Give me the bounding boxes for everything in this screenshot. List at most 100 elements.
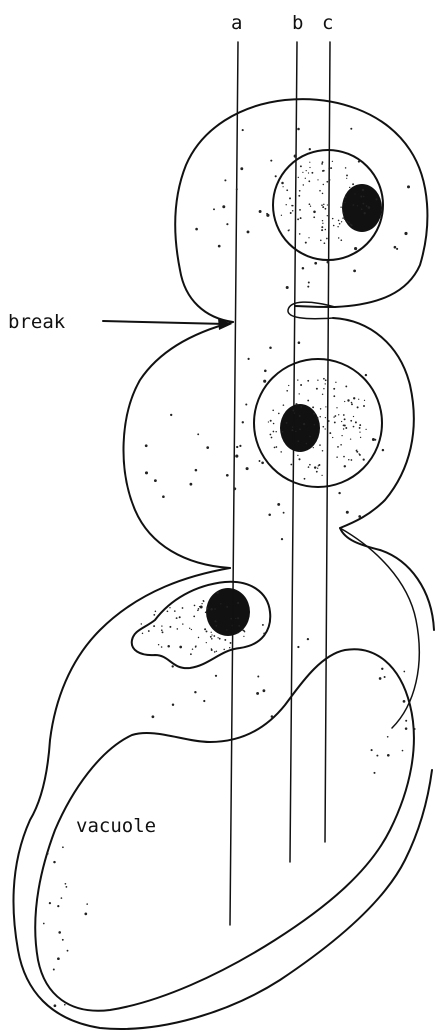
stipple-dot — [210, 608, 212, 610]
stipple-dot — [261, 461, 264, 464]
stipple-dot — [405, 727, 408, 730]
stipple-dot — [325, 383, 326, 384]
label-line-a: a — [231, 12, 242, 34]
section-line-c — [325, 42, 330, 842]
stipple-dot — [46, 853, 48, 855]
stipple-dot — [307, 286, 309, 288]
stipple-dot — [299, 415, 301, 417]
stipple-dot — [215, 621, 216, 622]
stipple-dot — [226, 223, 228, 225]
stipple-dot — [277, 503, 280, 506]
stipple-dot — [155, 611, 157, 613]
stipple-dot — [345, 427, 347, 429]
stipple-dot — [321, 204, 323, 206]
stipple-dot — [263, 380, 266, 383]
stipple-dot — [339, 223, 341, 225]
stipple-dot — [213, 208, 215, 210]
stipple-dot — [167, 610, 169, 612]
stipple-dot — [359, 431, 360, 432]
stipple-dot — [192, 648, 193, 649]
stipple-dot — [350, 128, 352, 130]
stipple-dot — [353, 204, 355, 206]
stipple-dot — [214, 608, 216, 610]
stipple-dot — [319, 416, 320, 417]
stipple-dot — [333, 416, 334, 417]
stipple-dot — [353, 397, 355, 399]
stipple-dot — [206, 642, 207, 643]
stipple-dot — [326, 238, 328, 240]
stipple-dot — [145, 444, 148, 447]
stipple-dot — [308, 281, 310, 283]
stipple-dot — [338, 414, 339, 415]
stipple-dot — [321, 475, 322, 476]
stipple-dot — [307, 400, 309, 402]
stipple-dot — [338, 237, 339, 238]
stipple-dot — [304, 478, 306, 480]
stipple-dot — [194, 691, 196, 693]
stipple-dot — [329, 432, 331, 434]
stipple-dot — [273, 423, 275, 425]
stipple-dot — [235, 455, 238, 458]
stipple-dot — [231, 625, 232, 626]
stipple-dot — [195, 645, 196, 646]
stipple-dot — [327, 215, 328, 216]
stipple-dot — [211, 638, 213, 640]
stipple-dot — [210, 636, 212, 638]
stipple-dot — [286, 286, 289, 289]
stipple-dot — [230, 618, 232, 620]
stipple-dot — [49, 902, 51, 904]
stipple-dot — [179, 616, 181, 618]
stipple-dot — [300, 406, 302, 408]
stipple-dot — [313, 216, 315, 218]
stipple-dot — [359, 427, 361, 429]
stipple-dot — [316, 471, 318, 473]
stipple-dot — [333, 395, 335, 397]
stipple-dot — [344, 418, 346, 420]
stipple-dot — [176, 617, 178, 619]
stipple-dot — [162, 631, 164, 633]
stipple-dot — [271, 715, 274, 718]
stipple-dot — [57, 905, 59, 907]
stipple-dot — [332, 218, 333, 219]
stipple-dot — [236, 446, 238, 448]
stipple-dot — [233, 487, 236, 490]
stipple-dot — [54, 1004, 57, 1007]
stipple-dot — [341, 421, 342, 422]
stipple-dot — [299, 233, 301, 235]
stipple-dot — [306, 443, 307, 444]
stipple-dot — [282, 431, 284, 433]
stipple-dot — [203, 700, 205, 702]
stipple-dot — [319, 444, 321, 446]
stipple-dot — [148, 630, 150, 632]
stipple-dot — [351, 459, 353, 461]
stipple-dot — [182, 607, 184, 609]
stipple-dot — [152, 715, 155, 718]
stipple-dot — [346, 178, 347, 179]
stipple-dot — [354, 193, 355, 194]
stipple-dot — [281, 538, 283, 540]
stipple-dot — [86, 903, 88, 905]
stipple-dot — [172, 665, 174, 667]
label-line-b: b — [292, 12, 303, 34]
stipple-dot — [309, 162, 310, 163]
stipple-dot — [292, 426, 293, 427]
stipple-dot — [347, 399, 349, 401]
stipple-dot — [354, 247, 357, 250]
stipple-dot — [407, 185, 410, 188]
stipple-dot — [313, 211, 316, 214]
stipple-dot — [307, 380, 309, 382]
stipple-dot — [276, 446, 278, 448]
stipple-dot — [310, 206, 311, 207]
stipple-dot — [318, 464, 320, 466]
stipple-dot — [240, 167, 243, 170]
stipple-dot — [371, 749, 373, 751]
stipple-dot — [332, 437, 333, 438]
stipple-dot — [355, 421, 357, 423]
stipple-dot — [337, 226, 338, 227]
stipple-dot — [53, 861, 55, 863]
stipple-dot — [309, 148, 311, 150]
stipple-dot — [340, 239, 342, 241]
stipple-dot — [403, 671, 405, 673]
stipple-dot — [174, 610, 176, 612]
stipple-dot — [300, 217, 302, 219]
